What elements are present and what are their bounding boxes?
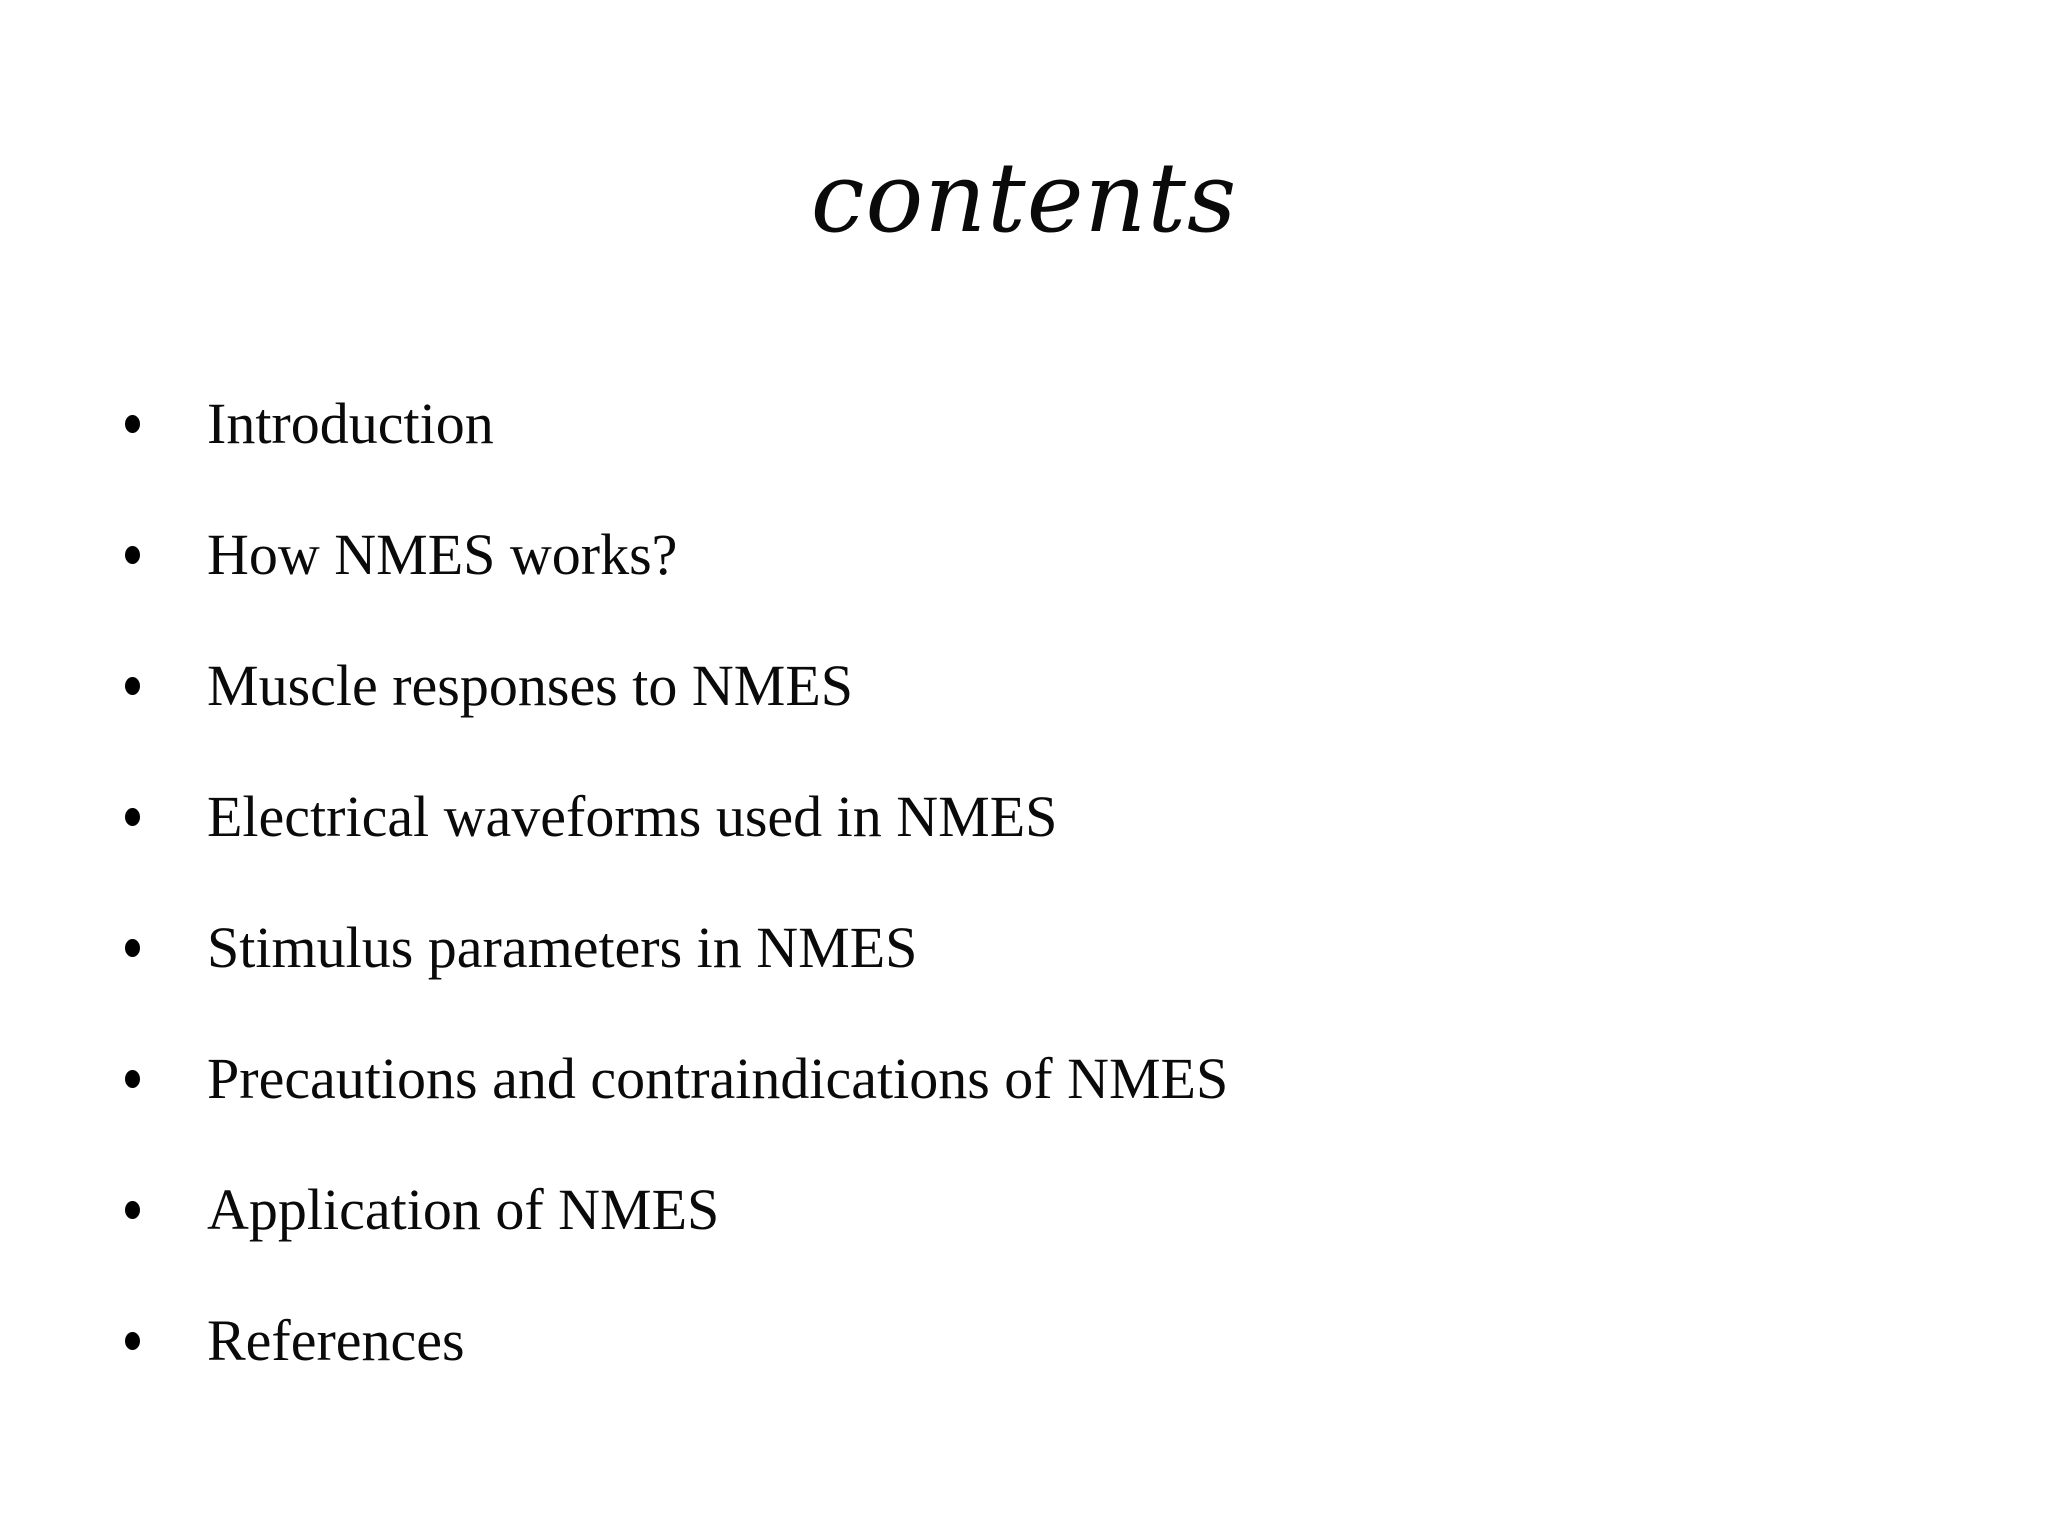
list-item-label: Stimulus parameters in NMES [207, 914, 918, 980]
list-item: Introduction [0, 358, 2048, 489]
contents-list: Introduction How NMES works? Muscle resp… [0, 358, 2048, 1406]
list-item: Electrical waveforms used in NMES [0, 751, 2048, 882]
bullet-icon [125, 1069, 140, 1088]
bullet-icon [125, 807, 140, 826]
list-item-label: How NMES works? [207, 521, 678, 587]
list-item-label: Electrical waveforms used in NMES [207, 783, 1058, 849]
slide-title: contents [810, 142, 1238, 254]
bullet-icon [125, 414, 140, 433]
list-item: Precautions and contraindications of NME… [0, 1013, 2048, 1144]
list-item-label: Application of NMES [207, 1176, 720, 1242]
list-item: Stimulus parameters in NMES [0, 882, 2048, 1013]
list-item-label: Precautions and contraindications of NME… [207, 1045, 1229, 1111]
bullet-icon [125, 1331, 140, 1350]
bullet-icon [125, 545, 140, 564]
list-item-label: References [207, 1307, 465, 1373]
list-item-label: Muscle responses to NMES [207, 652, 854, 718]
list-item: Application of NMES [0, 1144, 2048, 1275]
bullet-icon [125, 676, 140, 695]
bullet-icon [125, 1200, 140, 1219]
list-item: How NMES works? [0, 489, 2048, 620]
list-item-label: Introduction [207, 390, 494, 456]
list-item: References [0, 1275, 2048, 1406]
list-item: Muscle responses to NMES [0, 620, 2048, 751]
bullet-icon [125, 938, 140, 957]
